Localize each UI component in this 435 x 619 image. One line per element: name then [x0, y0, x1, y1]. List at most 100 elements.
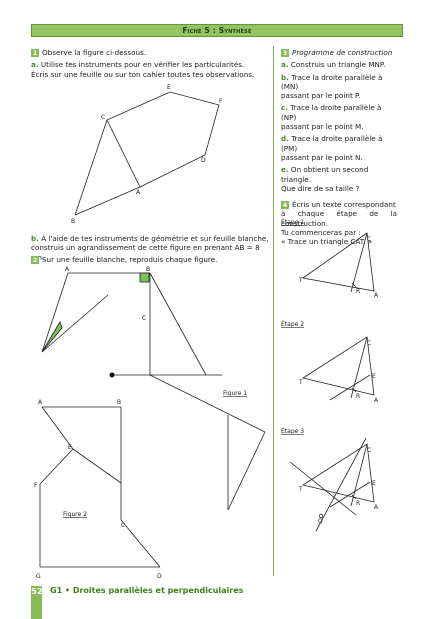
etape3-point-e: E: [372, 480, 376, 487]
page-number-bar: [31, 586, 42, 619]
ex3-number: 3: [281, 49, 289, 57]
etape3-tick: [351, 494, 357, 500]
ex1-point-c: C: [101, 114, 105, 121]
ex3-a-text: Construis un triangle MNP.: [290, 60, 386, 70]
etape2-line1: [350, 336, 368, 399]
etape3-triangle: [301, 443, 375, 503]
ex3-b-label: b.: [281, 72, 289, 82]
etape3-line2: [329, 481, 371, 508]
ex3-e-text: On obtient un second triangle.: [281, 165, 369, 184]
ex1-b-line: b. À l'aide de tes instruments de géomét…: [31, 234, 271, 243]
ex3-c-label: c.: [281, 103, 288, 113]
ex3-title: Programme de construction: [292, 48, 393, 57]
etape1-point-c: C: [367, 236, 371, 243]
ex1-polygon: [74, 91, 220, 216]
etape1-point-t: T: [298, 277, 303, 284]
ex3-c-text: Trace la droite parallèle à (NP): [281, 103, 382, 122]
right-angle-square: [139, 272, 150, 283]
fig1-seg-return: [227, 431, 266, 511]
ex4-number: 4: [281, 201, 289, 210]
fig1-point-c: C: [142, 315, 146, 322]
ex4-text2: à chaque étape de la: [281, 209, 398, 219]
etape3-figure: [289, 437, 375, 532]
ex1-a-text: Utilise tes instruments pour en vérifier…: [40, 60, 245, 70]
fig2-point-d: D: [157, 573, 162, 580]
etape1-point-a: A: [374, 292, 379, 299]
ex3-b-text: Trace la droite parallèle à (MN): [281, 72, 383, 91]
green-triangle: [41, 321, 63, 353]
ex1-point-e: E: [167, 84, 171, 91]
etape2-figure: [301, 336, 375, 401]
ex3-e-text2: Que dire de sa taille ?: [281, 183, 360, 193]
ex3-d-line: d. Trace la droite parallèle à (PM): [281, 134, 399, 153]
page-number: 52: [31, 587, 43, 596]
etape3-line3: [289, 461, 357, 516]
ex3-c-text2: passant par le point M.: [281, 122, 364, 132]
ex2-figure1: [41, 272, 266, 511]
etape3-line1: [350, 443, 368, 507]
ex2-number: 2: [31, 256, 39, 264]
etape2-point-c: C: [367, 340, 371, 347]
ex3-d-text2: passant par le point N.: [281, 152, 363, 162]
etape2-line2: [329, 374, 371, 401]
ex1-point-a: A: [136, 189, 141, 196]
etape3-point-c: C: [367, 447, 371, 454]
etape3-point-o-mark: [318, 513, 324, 519]
fig1-start-dot: [109, 372, 115, 378]
ex3-d-text: Trace la droite parallèle à (PM): [281, 134, 383, 153]
fig2-seg-cd: [120, 519, 161, 568]
fig2-seg-ae: [41, 406, 74, 450]
fig2-point-a: A: [38, 399, 43, 406]
ex1-b-label: b.: [31, 234, 39, 243]
fig2-point-e: E: [68, 444, 72, 451]
ex2-title: Sur une feuille blanche, reproduis chaqu…: [42, 255, 218, 264]
fig1-point-b: B: [146, 266, 150, 273]
ex4-text4: Tu commenceras par :: [281, 228, 361, 238]
figure2-caption: Figure 2: [63, 511, 87, 518]
ex3-e-label: e.: [281, 165, 289, 175]
ex3-b-line: b. Trace la droite parallèle à (MN): [281, 73, 399, 92]
figure1-caption: Figure 1: [223, 390, 247, 397]
fig2-point-c: C: [121, 522, 125, 529]
etape2-point-e: E: [372, 373, 376, 380]
etape1-point-r: R: [356, 288, 360, 295]
etape3-point-t: T: [298, 486, 303, 493]
ex1-a-line2: Écris sur une feuille ou sur ton cahier …: [31, 69, 255, 79]
ex3-a-line: a. Construis un triangle MNP.: [281, 60, 399, 69]
ex1-a-line: a. Utilise tes instruments pour en vérif…: [31, 60, 269, 69]
ex1-a-label: a.: [31, 60, 39, 70]
fig2-point-f: F: [34, 482, 38, 489]
etape2-point-r: R: [356, 393, 360, 400]
column-divider: [273, 46, 274, 576]
ex3-d-label: d.: [281, 134, 289, 144]
etape3-point-a: A: [374, 504, 379, 511]
etape1-tick: [351, 282, 357, 288]
ex1-point-d: D: [201, 157, 206, 164]
etape1-triangle: [301, 232, 375, 292]
ex3-e-line: e. On obtient un second triangle.: [281, 165, 399, 184]
etape2-point-t: T: [298, 379, 303, 386]
fig2-point-b: B: [117, 399, 121, 406]
etape3-point-o: O: [318, 518, 323, 525]
etape2-tick: [351, 387, 357, 393]
sheet-header: Fiche 5 : Synthèse: [31, 24, 403, 37]
etape1-figure: [301, 232, 375, 293]
fig2-seg-eb: [72, 448, 122, 484]
ex1-figure: [74, 91, 220, 216]
etape3-line4: [315, 437, 367, 532]
etape2-point-a: A: [374, 397, 379, 404]
chapter-title: G1 • Droites parallèles et perpendiculai…: [50, 586, 244, 595]
fig1-seg-left: [41, 272, 69, 353]
fig2-seg-fe: [39, 448, 74, 485]
ex1-segment-ca: [106, 119, 141, 188]
fig2-point-g: G: [36, 573, 41, 580]
etape2-title: Étape 2: [281, 320, 304, 328]
ex2-figure2: [39, 406, 161, 568]
